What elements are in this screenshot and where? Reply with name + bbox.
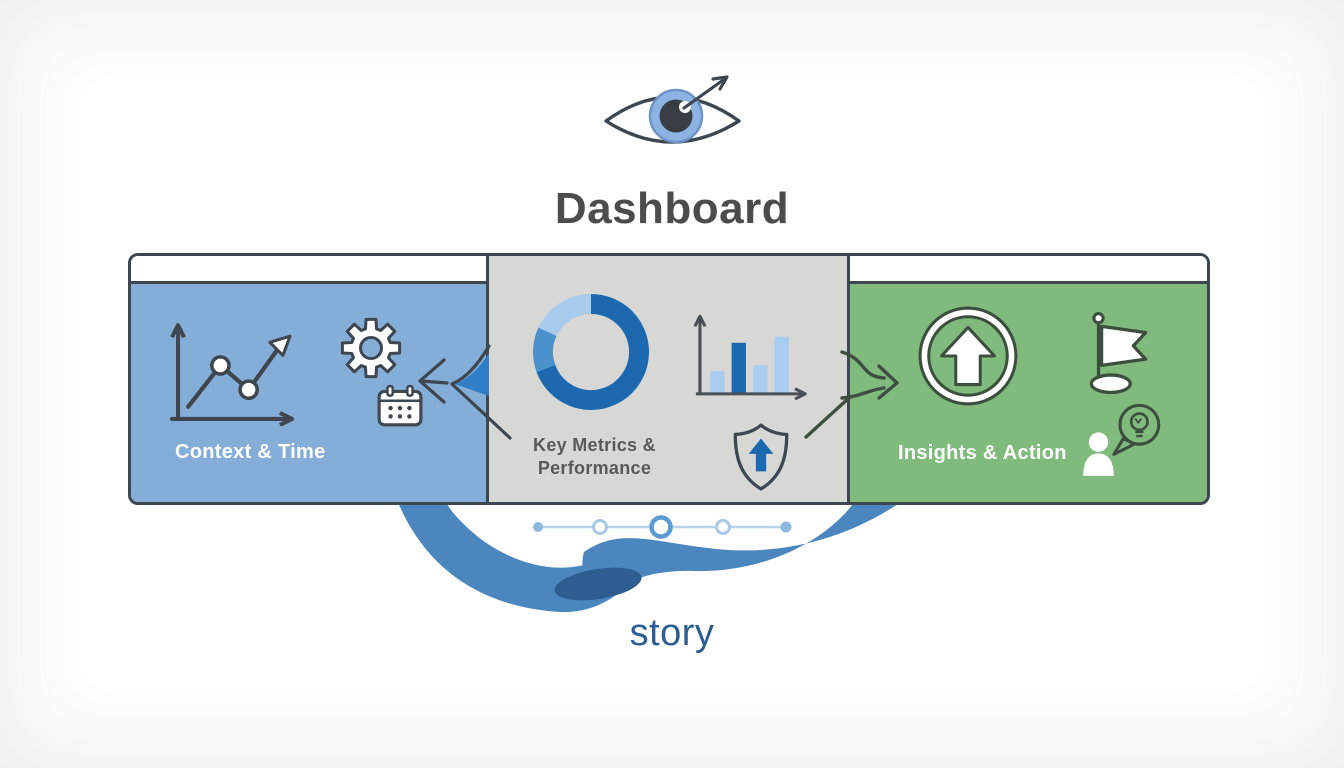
insights-action-label: Insights & Action — [898, 442, 1067, 464]
key-metrics-label: Key Metrics & Performance — [507, 434, 682, 481]
donut-chart-icon — [533, 294, 649, 410]
line-chart-icon — [169, 323, 295, 426]
panel-container: Context & Time — [128, 253, 1210, 505]
key-metrics-label-line2: Performance — [537, 458, 652, 479]
key-metrics-label-line1: Key Metrics & — [533, 435, 656, 455]
panel-insights-body: Insights & Action — [850, 284, 1207, 502]
eye-with-arrow-icon — [604, 75, 741, 144]
story-label: story — [629, 612, 715, 654]
bar-chart-icon — [693, 314, 807, 400]
panel-insights-header — [850, 256, 1207, 284]
panel-key-metrics: Key Metrics & Performance — [486, 256, 850, 502]
page-title: Dashboard — [554, 184, 790, 233]
person-idea-icon — [1083, 403, 1161, 476]
panel-context-header — [131, 256, 486, 284]
panel-context-body: Context & Time — [131, 284, 486, 502]
panel-metrics-body: Key Metrics & Performance — [489, 256, 847, 502]
circle-up-arrow-icon — [918, 306, 1018, 406]
calendar-icon — [377, 384, 423, 427]
context-time-label: Context & Time — [175, 441, 326, 463]
gear-icon — [340, 317, 402, 379]
ribbon-fold — [554, 567, 642, 601]
flag-icon — [1089, 312, 1148, 394]
shield-up-arrow-icon — [733, 423, 789, 491]
panel-context-time: Context & Time — [131, 256, 486, 502]
panel-insights-action: Insights & Action — [850, 256, 1207, 502]
